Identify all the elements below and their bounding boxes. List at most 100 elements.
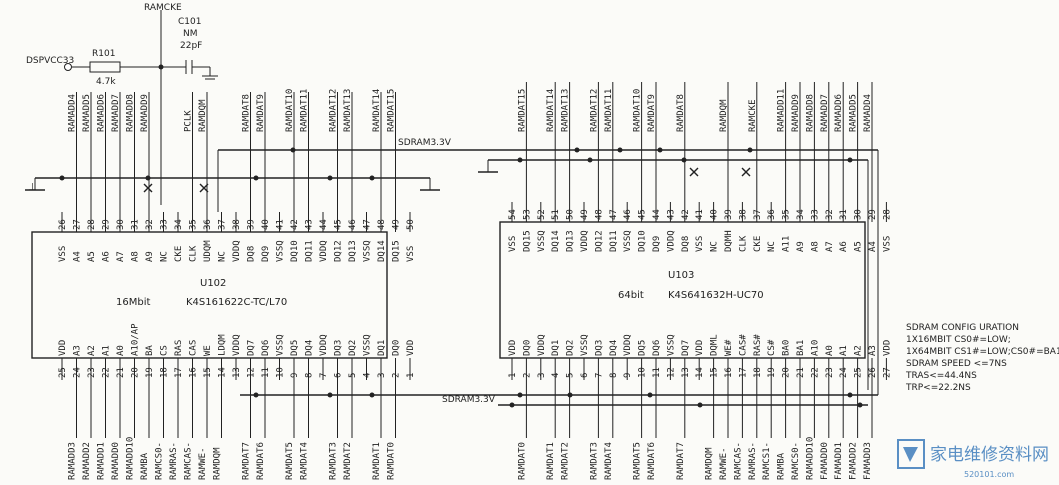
u102-top-net-label: RAMDAT12 [329,89,339,132]
u103-top-pin-number: 33 [810,209,820,220]
u102-top-net-label: RAMDAT10 [285,89,295,132]
u103-bottom-pin-signal: VDD [695,340,705,356]
u102-bottom-pin-number: 15 [203,367,213,378]
u103-body [499,221,866,359]
u103-top-net-label: RAMADD11 [777,89,787,132]
u102-top-net-label: RAMADD4 [68,94,78,132]
u102-top-pin-signal: A4 [73,251,83,262]
u102-top-pin-signal: NC [160,251,170,262]
u103-top-pin-signal: A4 [868,241,878,252]
u102-top-pin-signal: VSSQ [363,240,373,262]
junction-dot [327,175,333,181]
junction-dot [567,392,573,398]
u103-top-pin-number: 30 [854,209,864,220]
u103-bottom-pin-number: 6 [580,373,590,378]
u103-top-pin-signal: DQMH [724,230,734,252]
r101-resistor [89,61,121,73]
u102-bottom-pin-signal: VDDQ [319,334,329,356]
u103-bottom-pin-signal: A2 [854,345,864,356]
u102-bottom-net-label: RAMADD2 [82,442,92,480]
u103-bottom-net-label: FAMADD3 [863,442,873,480]
u102-name: U102 [200,278,226,289]
u103-bottom-net-label: RAMCAS- [733,442,743,480]
u102-bottom-pin-signal: DQ7 [247,340,257,356]
u103-top-pin-number: 31 [839,209,849,220]
junction-dot [857,402,863,408]
u102-bottom-pin-signal: VSSQ [276,334,286,356]
u102-bottom-pin-number: 3 [377,373,387,378]
u103-bottom-net-label: FAMADD0 [820,442,830,480]
u103-top-pin-number: 45 [638,209,648,220]
u103-top-net-label: RAMADD5 [849,94,859,132]
u102-bottom-net-label: RAMDAT4 [300,442,310,480]
u103-top-net-label: RAMDAT10 [633,89,643,132]
u102-bottom-net-label: RAMDAT2 [343,442,353,480]
u102-top-pin-number: 46 [348,219,358,230]
u102-top-net-label: RAMDAT13 [343,89,353,132]
u103-bottom-pin-number: 7 [594,373,604,378]
u102-bottom-net-label: RAMRAS- [169,442,179,480]
u103-top-net-label: RAMADD9 [791,94,801,132]
dspvcc-terminal [64,63,72,71]
u103-bottom-net-label: RAMADD10 [805,437,815,480]
sdram-rail-top-label: SDRAM3.3V [398,138,452,148]
u103-top-pin-number: 49 [580,209,590,220]
u102-top-pin-signal: A7 [116,251,126,262]
u103-top-pin-signal: DQ10 [638,230,648,252]
u102-top-net-label: RAMDAT11 [300,89,310,132]
u102-top-pin-number: 29 [102,219,112,230]
u103-bottom-net-label: FAMADD1 [834,442,844,480]
watermark-logo-mark [903,447,918,462]
u103-top-pin-signal: VDDQ [580,230,590,252]
u102-bottom-pin-number: 10 [276,367,286,378]
u102-top-pin-signal: VDDQ [319,240,329,262]
u103-top-net-label: RAMDAT15 [517,89,527,132]
junction-dot [617,147,623,153]
u103-bottom-pin-number: 21 [796,367,806,378]
u103-top-pin-signal: VSS [508,236,518,252]
u102-bottom-pin-signal: BA [145,345,155,356]
u102-bottom-net-label: RAMADD10 [126,437,136,480]
u102-top-pin-number: 28 [87,219,97,230]
junction-dot [158,64,164,70]
u103-bottom-pin-number: 11 [652,367,662,378]
u103-bottom-net-label: RAMDQM [705,447,715,480]
u102-bottom-pin-number: 12 [247,367,257,378]
u103-top-pin-signal: DQ14 [551,230,561,252]
u102-top-pin-number: 43 [305,219,315,230]
u102-top-net-label: RAMDAT9 [256,94,266,132]
watermark-logo [897,439,925,469]
u102-bottom-pin-number: 25 [58,367,68,378]
u102-bottom-pin-number: 4 [363,373,373,378]
u103-bottom-net-label: RAMDAT5 [633,442,643,480]
config-note-line: 1X16MBIT CS0#=LOW; [906,335,1011,345]
u102-bottom-net-label: RAMDQM [213,447,223,480]
u102-top-pin-number: 47 [363,219,373,230]
u103-top-pin-signal: DQ9 [652,236,662,252]
u103-bottom-pin-number: 4 [551,373,561,378]
u103-top-pin-signal: VSS [882,236,892,252]
u103-bottom-net-label: RAMDAT6 [647,442,657,480]
r101-name: R101 [92,49,115,59]
u102-top-pin-signal: CLK [189,245,199,262]
config-note-line: TRAS<=44.4NS [905,371,977,381]
dspvcc-label: DSPVCC33 [26,56,74,66]
u102-top-pin-signal: A9 [145,251,155,262]
junction-dot [647,392,653,398]
u102-top-pin-signal: VSS [406,246,416,262]
u103-bottom-net-label: RAMWE- [719,447,729,480]
u103-top-pin-signal: DQ8 [681,236,691,252]
u103-bottom-pin-signal: VSSQ [580,334,590,356]
junction-dot [517,392,523,398]
pins-and-nets: 26VSS27A4RAMADD428A5RAMADD529A6RAMADD630… [25,82,892,480]
u103-bottom-pin-number: 13 [681,367,691,378]
junction-dot [369,175,375,181]
u102-body [31,231,388,359]
u103-bottom-pin-number: 27 [882,367,892,378]
u102-bottom-net-label: RAMADD1 [97,442,107,480]
u103-bottom-pin-number: 8 [609,373,619,378]
u103-bottom-pin-number: 20 [782,367,792,378]
u102-top-pin-number: 31 [131,219,141,230]
junction-dot [847,392,853,398]
u103-top-pin-number: 39 [724,209,734,220]
